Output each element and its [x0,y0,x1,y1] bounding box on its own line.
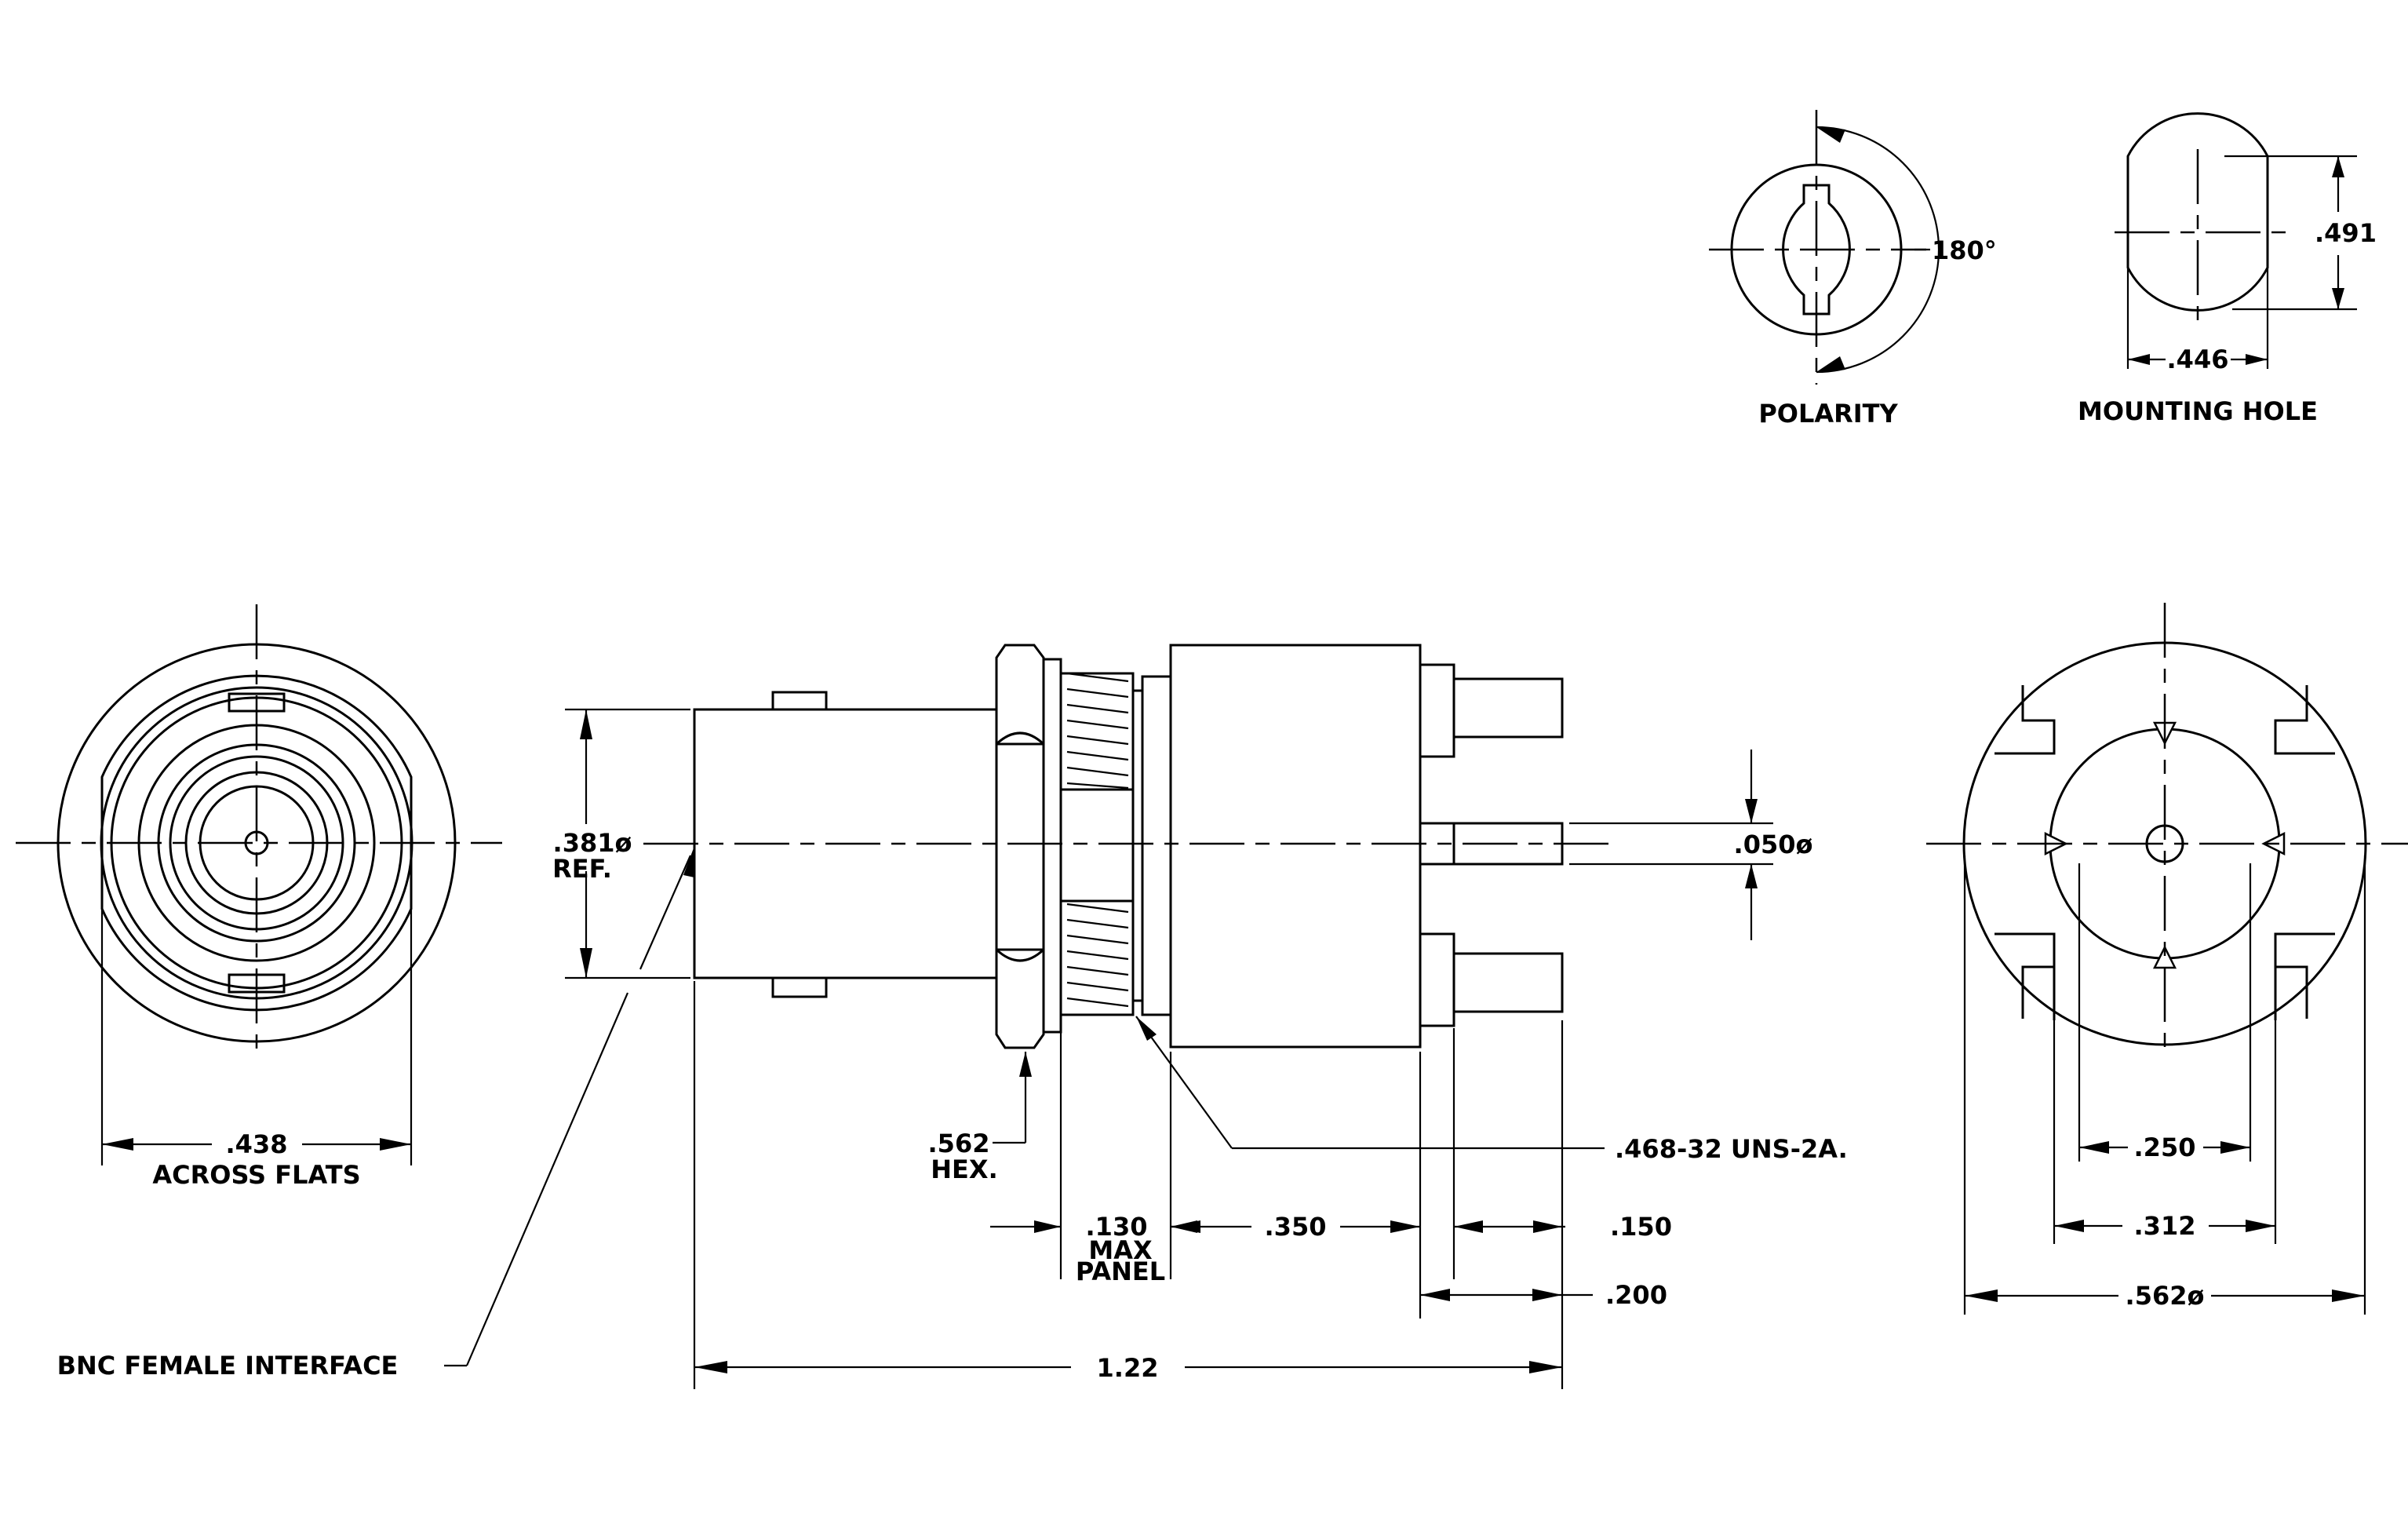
side-pin-space-1: .150 [1610,1212,1672,1242]
side-panel-label-2: PANEL [1076,1257,1165,1286]
mounting-hole-title: MOUNTING HOLE [2078,396,2318,426]
side-ref-dia: .381ø [553,828,632,858]
polarity-view: 180° POLARITY [1709,110,1997,429]
mounting-hole-width: .446 [2167,345,2229,374]
side-hex-dim: .562 [928,1129,990,1158]
side-view: .381ø REF. .050ø .562 HEX. .468-32 UNS-2… [57,644,1848,1389]
side-panel-label-1: MAX [1088,1235,1153,1265]
rear-view: .250 .312 .562ø [1926,603,2408,1315]
rear-body-dia: .562ø [2126,1281,2205,1311]
side-body-len: .350 [1265,1212,1327,1242]
side-thread: .468-32 UNS-2A. [1615,1134,1848,1164]
front-flats-label: ACROSS FLATS [152,1160,360,1190]
side-hex-label: HEX. [931,1154,997,1184]
side-pin-space-2: .200 [1605,1280,1667,1310]
side-overall-len: 1.22 [1097,1353,1159,1383]
front-flats-dim: .438 [226,1129,288,1159]
rear-pad-spacing: .312 [2134,1211,2196,1241]
polarity-title: POLARITY [1758,399,1898,429]
side-pin-dia: .050ø [1734,830,1813,859]
mounting-hole-height: .491 [2315,218,2377,248]
polarity-angle: 180° [1932,235,1997,265]
rear-pin-spacing: .250 [2134,1133,2196,1162]
side-ref-label: REF. [552,854,612,884]
side-interface-label: BNC FEMALE INTERFACE [57,1351,399,1381]
side-panel-dim: .130 [1086,1212,1148,1242]
front-view: .438 ACROSS FLATS [16,604,502,1190]
mounting-hole-view: .491 .446 MOUNTING HOLE [2078,112,2377,426]
